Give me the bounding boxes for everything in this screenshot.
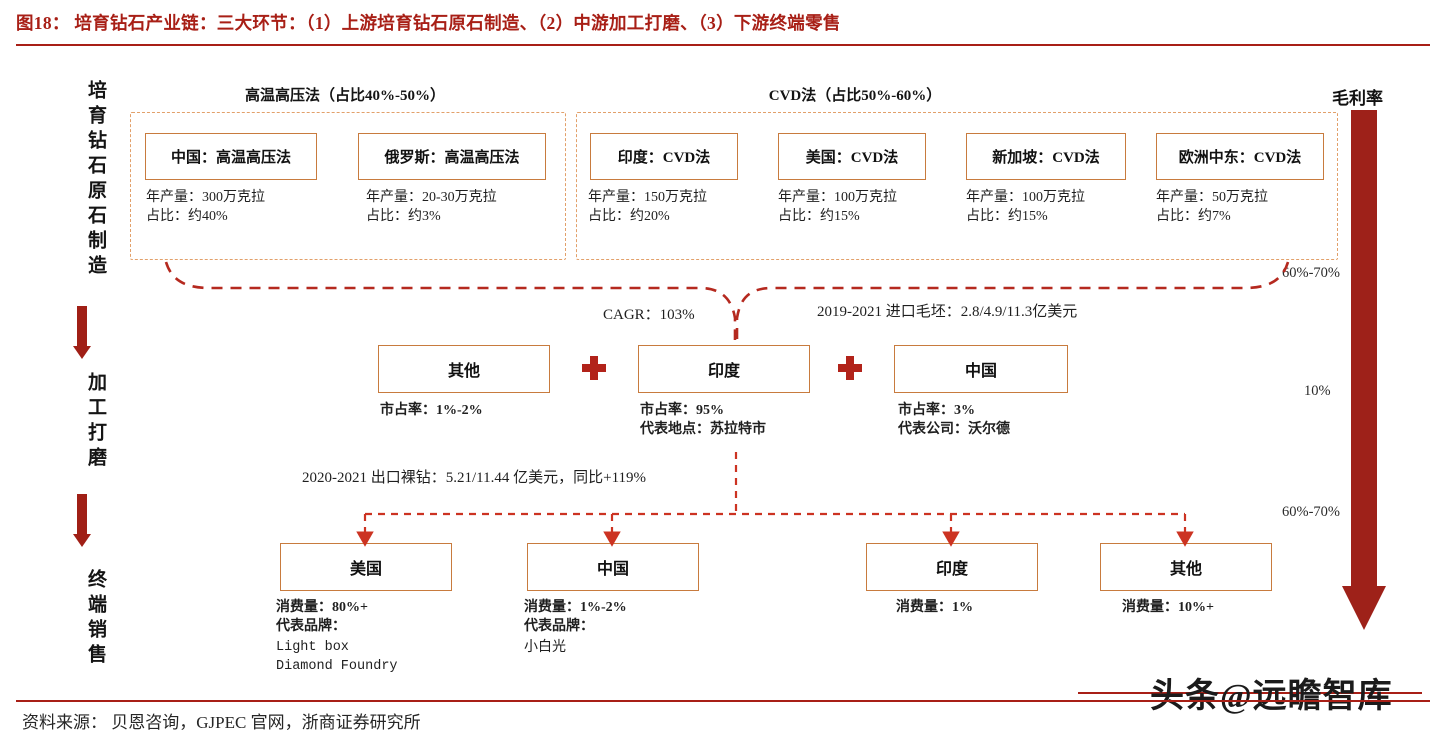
caption-down-usa: 消费量：80%+ 代表品牌： [276, 600, 368, 634]
node-label: 美国：CVD法 [805, 150, 899, 166]
caption-india-cvd: 年产量：150万克拉 占比：约20% [588, 190, 707, 224]
plus-icon-1 [582, 356, 606, 380]
footer-divider [16, 700, 1430, 702]
caption-mid-china: 市占率：3% 代表公司：沃尔德 [898, 403, 1010, 437]
stage-rail: 培育钻石原石制造 加工打磨 终端销售 [54, 62, 108, 692]
group-title-hpht: 高温高压法（占比40%-50%） [245, 88, 445, 104]
node-label: 中国 [596, 561, 629, 578]
header-divider [16, 44, 1430, 46]
gross-margin-arrow [1342, 110, 1386, 630]
node-singapore-cvd[interactable]: 新加坡：CVD法 [966, 133, 1126, 180]
margin-rate-label: 毛利率 [1332, 89, 1383, 108]
node-label: 俄罗斯：高温高压法 [384, 150, 520, 166]
node-mid-other[interactable]: 其他 [378, 345, 550, 393]
node-mid-china[interactable]: 中国 [894, 345, 1068, 393]
node-label: 其他 [447, 363, 480, 380]
note-import-rough: 2019-2021 进口毛坯：2.8/4.9/11.3亿美元 [817, 304, 1078, 320]
brands-down-china: 小白光 [524, 640, 566, 655]
caption-usa-cvd: 年产量：100万克拉 占比：约15% [778, 190, 897, 224]
node-mid-india[interactable]: 印度 [638, 345, 810, 393]
node-usa-cvd[interactable]: 美国：CVD法 [778, 133, 926, 180]
note-export-polished: 2020-2021 出口裸钻：5.21/11.44 亿美元，同比+119% [302, 470, 647, 486]
note-cagr: CAGR：103% [603, 307, 695, 323]
group-box-hpht [130, 112, 566, 260]
plus-icon-2 [838, 356, 862, 380]
stage-label-midstream: 加工打磨 [85, 372, 106, 472]
caption-mid-india: 市占率：95% 代表地点：苏拉特市 [640, 403, 766, 437]
caption-mid-other: 市占率：1%-2% [380, 403, 483, 418]
margin-tick-midstream: 10% [1304, 383, 1331, 399]
node-europe-mideast-cvd[interactable]: 欧洲中东：CVD法 [1156, 133, 1324, 180]
margin-tick-upstream: 60%-70% [1282, 265, 1340, 281]
wire-hpht-to-india [164, 261, 737, 340]
node-label: 印度 [707, 363, 740, 380]
brands-down-usa: Light box Diamond Foundry [276, 640, 398, 674]
caption-singapore-cvd: 年产量：100万克拉 占比：约15% [966, 190, 1085, 224]
stage-arrow-1 [73, 306, 91, 360]
stage-arrow-2 [73, 494, 91, 548]
node-label: 新加坡：CVD法 [992, 150, 1100, 166]
group-title-cvd: CVD法（占比50%-60%） [768, 88, 942, 104]
caption-china-hpht: 年产量：300万克拉 占比：约40% [146, 190, 265, 224]
caption-russia-hpht: 年产量：20-30万克拉 占比：约3% [366, 190, 497, 224]
node-down-india[interactable]: 印度 [866, 543, 1038, 591]
node-label: 印度 [935, 561, 968, 578]
node-russia-hpht[interactable]: 俄罗斯：高温高压法 [358, 133, 546, 180]
caption-down-india: 消费量：1% [896, 600, 973, 615]
stage-label-upstream: 培育钻石原石制造 [85, 79, 106, 280]
node-china-hpht[interactable]: 中国：高温高压法 [145, 133, 317, 180]
figure-title: 图18： 培育钻石产业链：三大环节：（1）上游培育钻石原石制造、（2）中游加工打… [16, 13, 841, 33]
watermark: 头条@远瞻智库 [1150, 678, 1393, 715]
node-label: 其他 [1169, 561, 1202, 578]
caption-down-china: 消费量：1%-2% 代表品牌： [524, 600, 627, 634]
node-label: 美国 [349, 561, 382, 578]
group-box-cvd [576, 112, 1338, 260]
node-label: 印度：CVD法 [617, 150, 711, 166]
node-down-usa[interactable]: 美国 [280, 543, 452, 591]
node-down-china[interactable]: 中国 [527, 543, 699, 591]
node-label: 中国 [964, 363, 997, 380]
caption-europe-mideast-cvd: 年产量：50万克拉 占比：约7% [1156, 190, 1268, 224]
caption-down-other: 消费量：10%+ [1122, 600, 1214, 615]
node-label: 中国：高温高压法 [170, 150, 291, 166]
node-india-cvd[interactable]: 印度：CVD法 [590, 133, 738, 180]
margin-tick-downstream: 60%-70% [1282, 504, 1340, 520]
watermark-rule [1078, 692, 1422, 694]
source-note: 资料来源： 贝恩咨询，GJPEC 官网，浙商证券研究所 [22, 713, 421, 732]
node-down-other[interactable]: 其他 [1100, 543, 1272, 591]
stage-label-downstream: 终端销售 [85, 569, 106, 669]
node-label: 欧洲中东：CVD法 [1178, 150, 1302, 166]
